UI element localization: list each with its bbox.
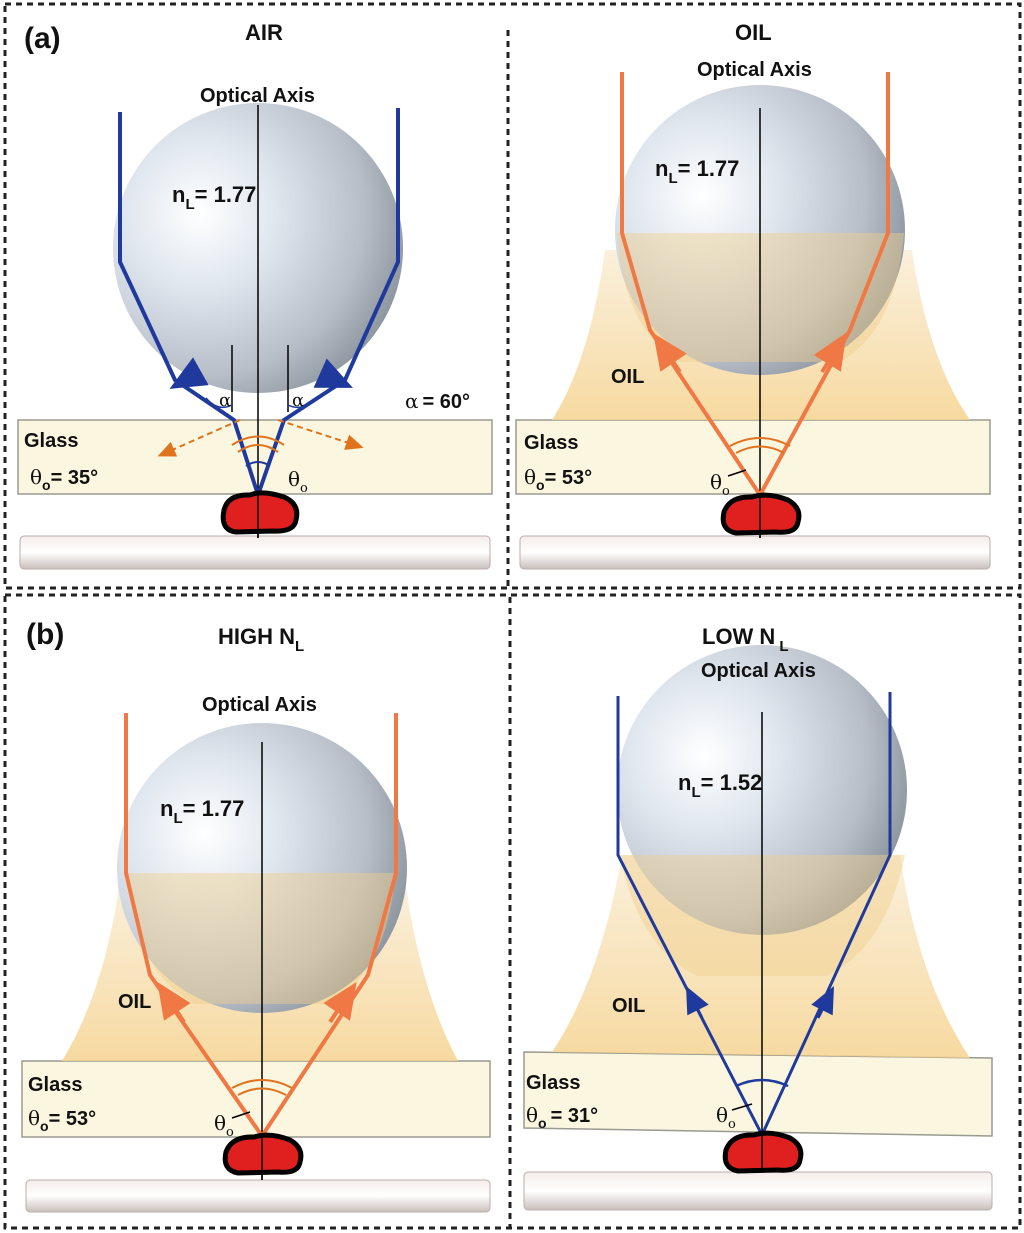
oil-arrow-right	[813, 332, 847, 374]
theta-o-label: θo	[716, 1103, 736, 1132]
stage-plate	[19, 535, 491, 570]
oil-label: OIL	[118, 991, 151, 1013]
air-arrow-right	[313, 358, 353, 388]
oil-label: OIL	[612, 995, 645, 1017]
sample-blob	[222, 1132, 304, 1176]
glass-label: Glass	[28, 1074, 82, 1096]
oil-title: OIL	[735, 20, 772, 45]
theta-pointer	[727, 469, 747, 477]
stage-plate	[25, 1179, 491, 1213]
theta-value-label: θo= 31°	[526, 1103, 598, 1131]
air-arrow-left	[169, 357, 209, 389]
oil-arrow-right	[323, 982, 357, 1024]
alpha-value-label: α= 60°	[405, 389, 470, 413]
low-index-ray-right	[760, 692, 892, 1136]
theta-o-label: θo	[710, 470, 730, 499]
theta-pointer	[731, 1103, 753, 1111]
air-title: AIR	[245, 20, 283, 45]
panel-a-border	[3, 2, 1022, 590]
index-label: nL= 1.77	[655, 156, 739, 187]
low-arrow-right	[811, 985, 835, 1019]
theta-value-label: θo= 53°	[28, 1106, 96, 1134]
theta-value-label: θo= 53°	[524, 465, 592, 493]
theta-pointer	[231, 1111, 251, 1119]
panel-borders	[3, 2, 1022, 1230]
high-index-title: HIGH NL	[218, 624, 304, 655]
oil-panel: OIL Optical Axis nL= 1.77 OIL Glass θo= …	[515, 20, 991, 570]
theta-arc	[735, 1078, 789, 1088]
optical-axis-label: Optical Axis	[200, 85, 315, 107]
glass-label: Glass	[526, 1072, 580, 1094]
sample-blob	[220, 490, 300, 535]
theta-arc-inner	[237, 444, 279, 453]
oil-overlay	[127, 873, 395, 1004]
reflected-ray-right	[277, 419, 364, 450]
theta-arc-inner	[735, 445, 785, 454]
oil-arrow-left	[157, 982, 191, 1024]
stage-plate	[523, 1171, 993, 1211]
optical-axis-label: Optical Axis	[697, 59, 812, 81]
high-index-panel: (b) HIGH NL Optical Axis nL= 1.77 OIL Gl…	[21, 618, 491, 1213]
optical-axis-label: Optical Axis	[202, 694, 317, 716]
alpha-symbol-left: α	[219, 390, 231, 411]
theta-arc-outer	[729, 437, 791, 447]
sample-blob	[720, 492, 802, 536]
oil-ray-right	[758, 72, 890, 496]
panel-b-border	[3, 593, 1022, 1230]
low-arrow-left	[685, 985, 709, 1019]
low-index-ray-left	[616, 696, 764, 1136]
optical-axis-label: Optical Axis	[701, 660, 816, 682]
index-label: nL= 1.77	[172, 182, 256, 213]
theta-o-label: θo	[214, 1111, 234, 1140]
glass-label: Glass	[24, 430, 78, 452]
glass-label: Glass	[524, 432, 578, 454]
oil-ray-left	[620, 72, 762, 497]
oil-ray-left	[124, 713, 264, 1138]
theta-o-label: θo	[288, 467, 308, 496]
sample-blob	[722, 1130, 804, 1174]
panel-b-label: (b)	[26, 618, 64, 651]
reflected-ray-left	[157, 419, 241, 457]
theta-arc-blue	[245, 461, 271, 467]
panel-a-label: (a)	[24, 22, 61, 55]
theta-value-label: θo= 35°	[30, 465, 98, 493]
air-panel: (a) AIR Optical Axis nL= 1.77 Glass θo= …	[17, 20, 493, 570]
stage-plate	[519, 535, 991, 570]
index-label: nL= 1.52	[678, 770, 762, 801]
alpha-symbol-right: α	[292, 390, 304, 411]
theta-arc-outer	[231, 1079, 293, 1089]
oil-ray-right	[260, 713, 398, 1138]
oil-label: OIL	[611, 366, 644, 388]
theta-arc-outer	[231, 435, 285, 446]
oil-arrow-left	[653, 333, 687, 374]
theta-arc-inner	[237, 1087, 287, 1096]
index-label: nL= 1.77	[160, 796, 244, 827]
